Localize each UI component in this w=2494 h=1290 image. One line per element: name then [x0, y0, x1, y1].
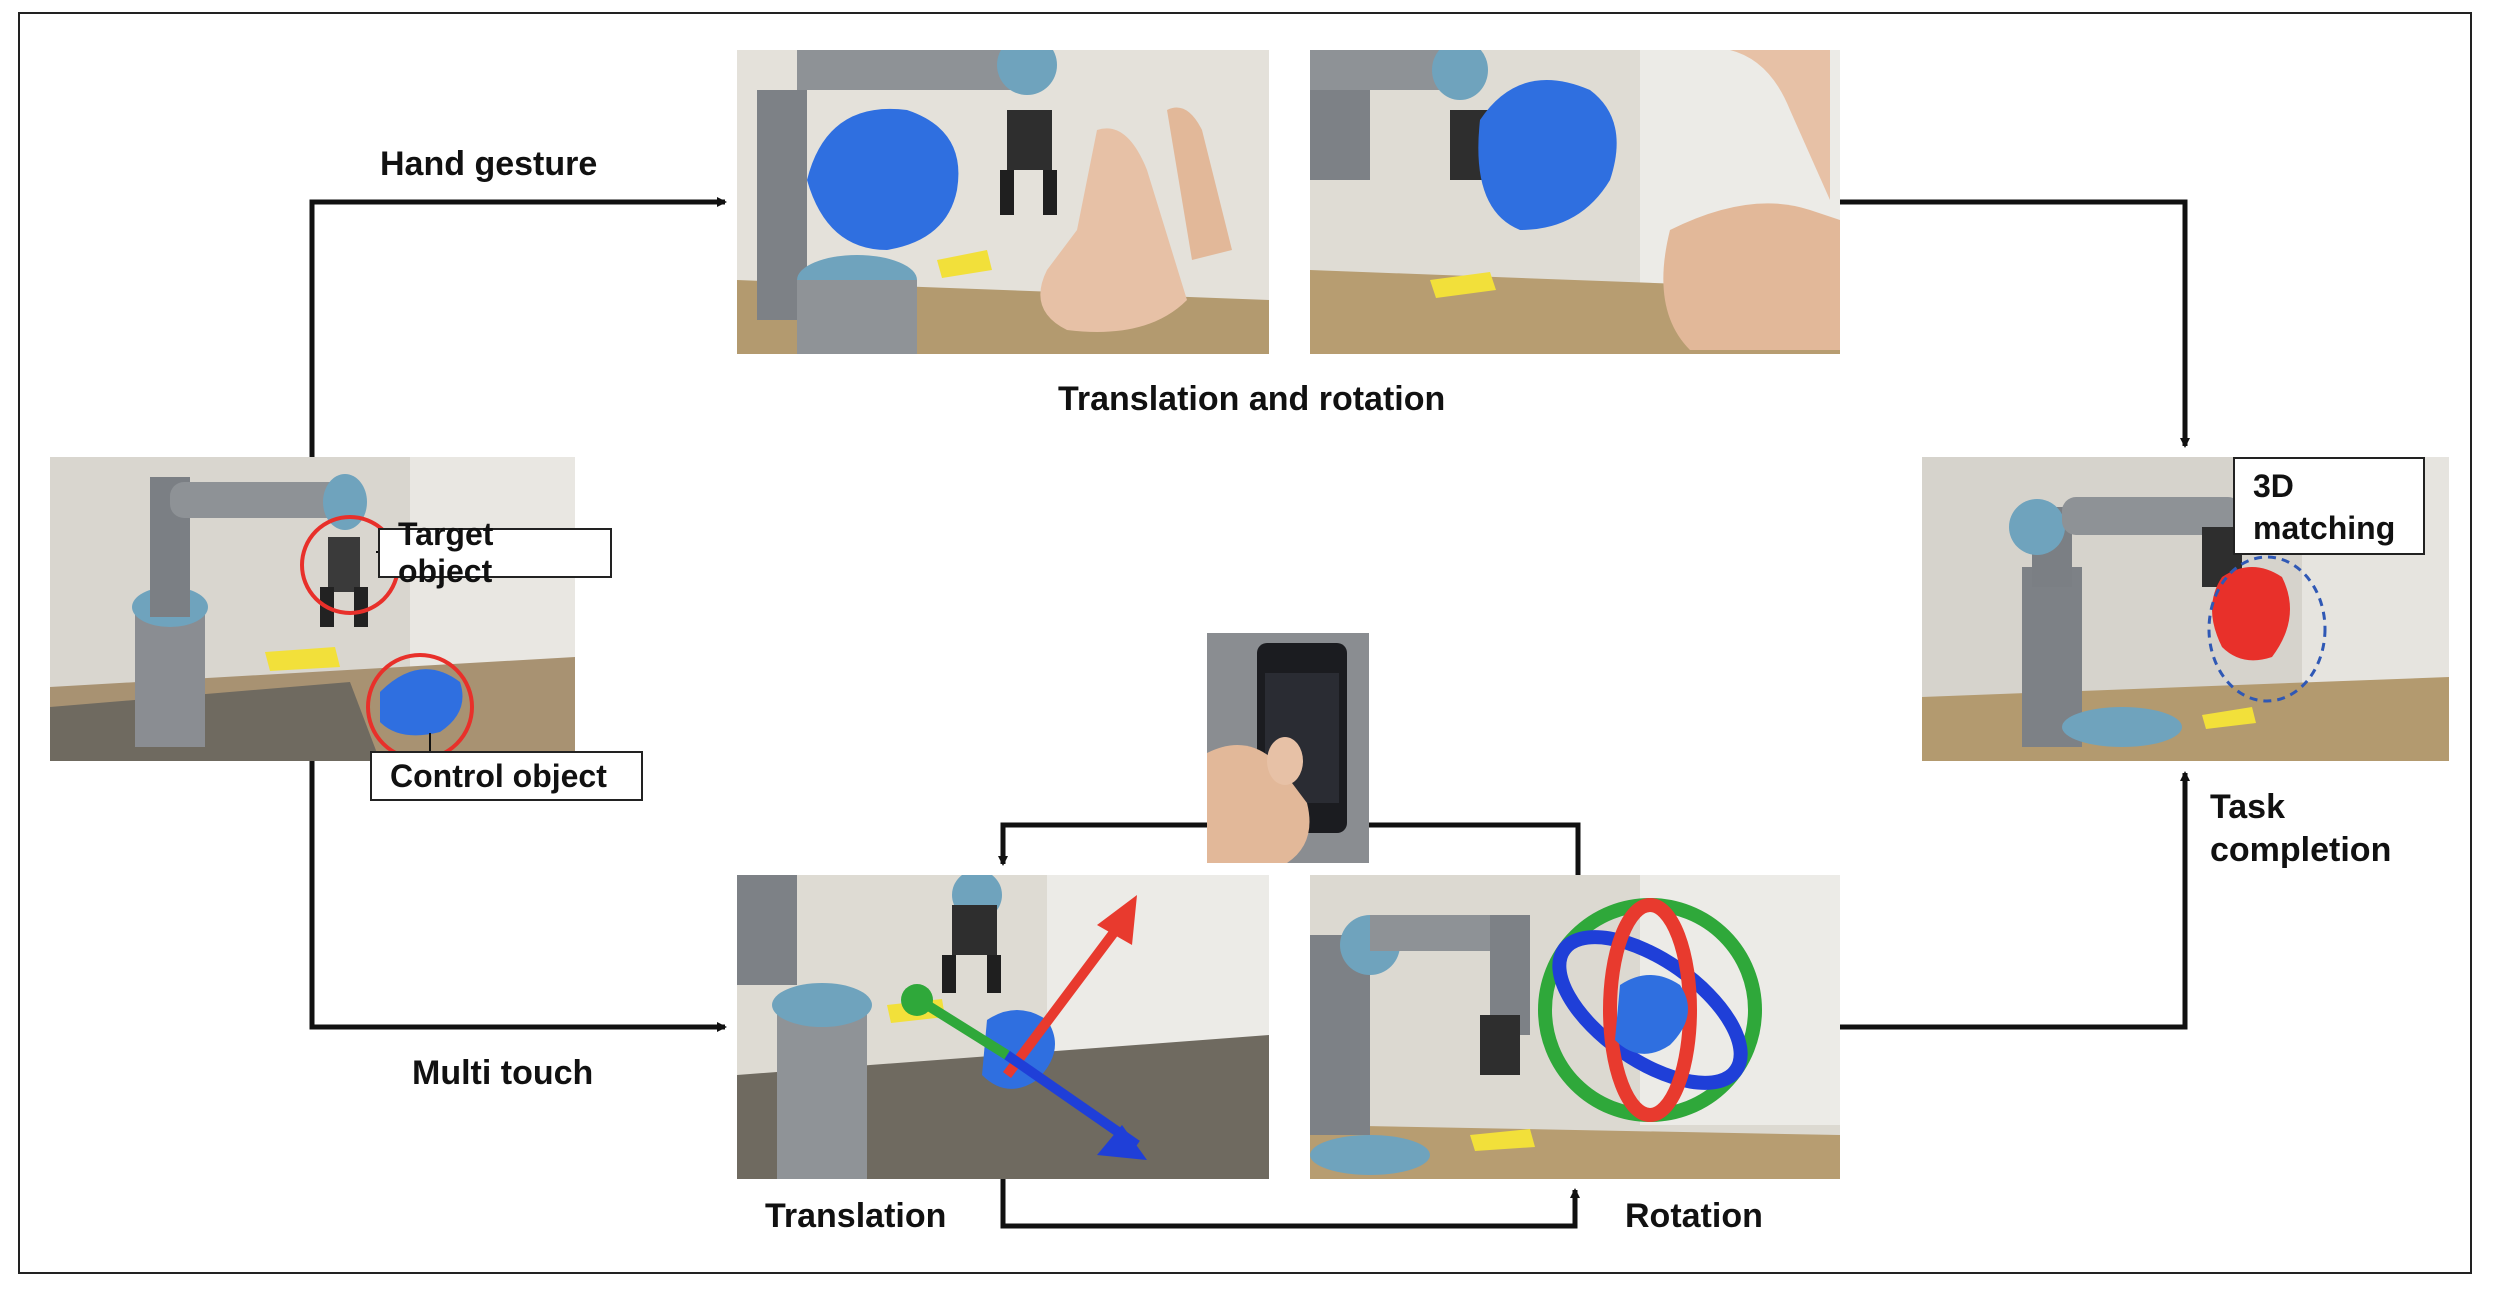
multi-touch-label: Multi touch — [412, 1054, 594, 1092]
translation-label: Translation — [765, 1197, 947, 1235]
target-object-callout: Target object — [378, 516, 612, 589]
rotation-photo — [1310, 875, 1840, 1179]
translation-and-rotation-label: Translation and rotation — [1058, 380, 1446, 418]
3d-matching-callout: 3D matching — [2233, 457, 2425, 555]
figure-frame — [18, 12, 2472, 1274]
hand-gesture-photo-2 — [1310, 50, 1840, 354]
translation-photo — [737, 875, 1269, 1179]
hand-gesture-label: Hand gesture — [380, 145, 598, 183]
control-object-callout: Control object — [370, 751, 643, 801]
rotation-label: Rotation — [1625, 1197, 1763, 1235]
initial-scene-photo — [50, 457, 575, 761]
final-scene-photo — [1922, 457, 2449, 761]
hand-gesture-photo-1 — [737, 50, 1269, 354]
phone-touch-photo — [1207, 633, 1369, 863]
task-completion-label: Task completion — [2210, 788, 2392, 869]
